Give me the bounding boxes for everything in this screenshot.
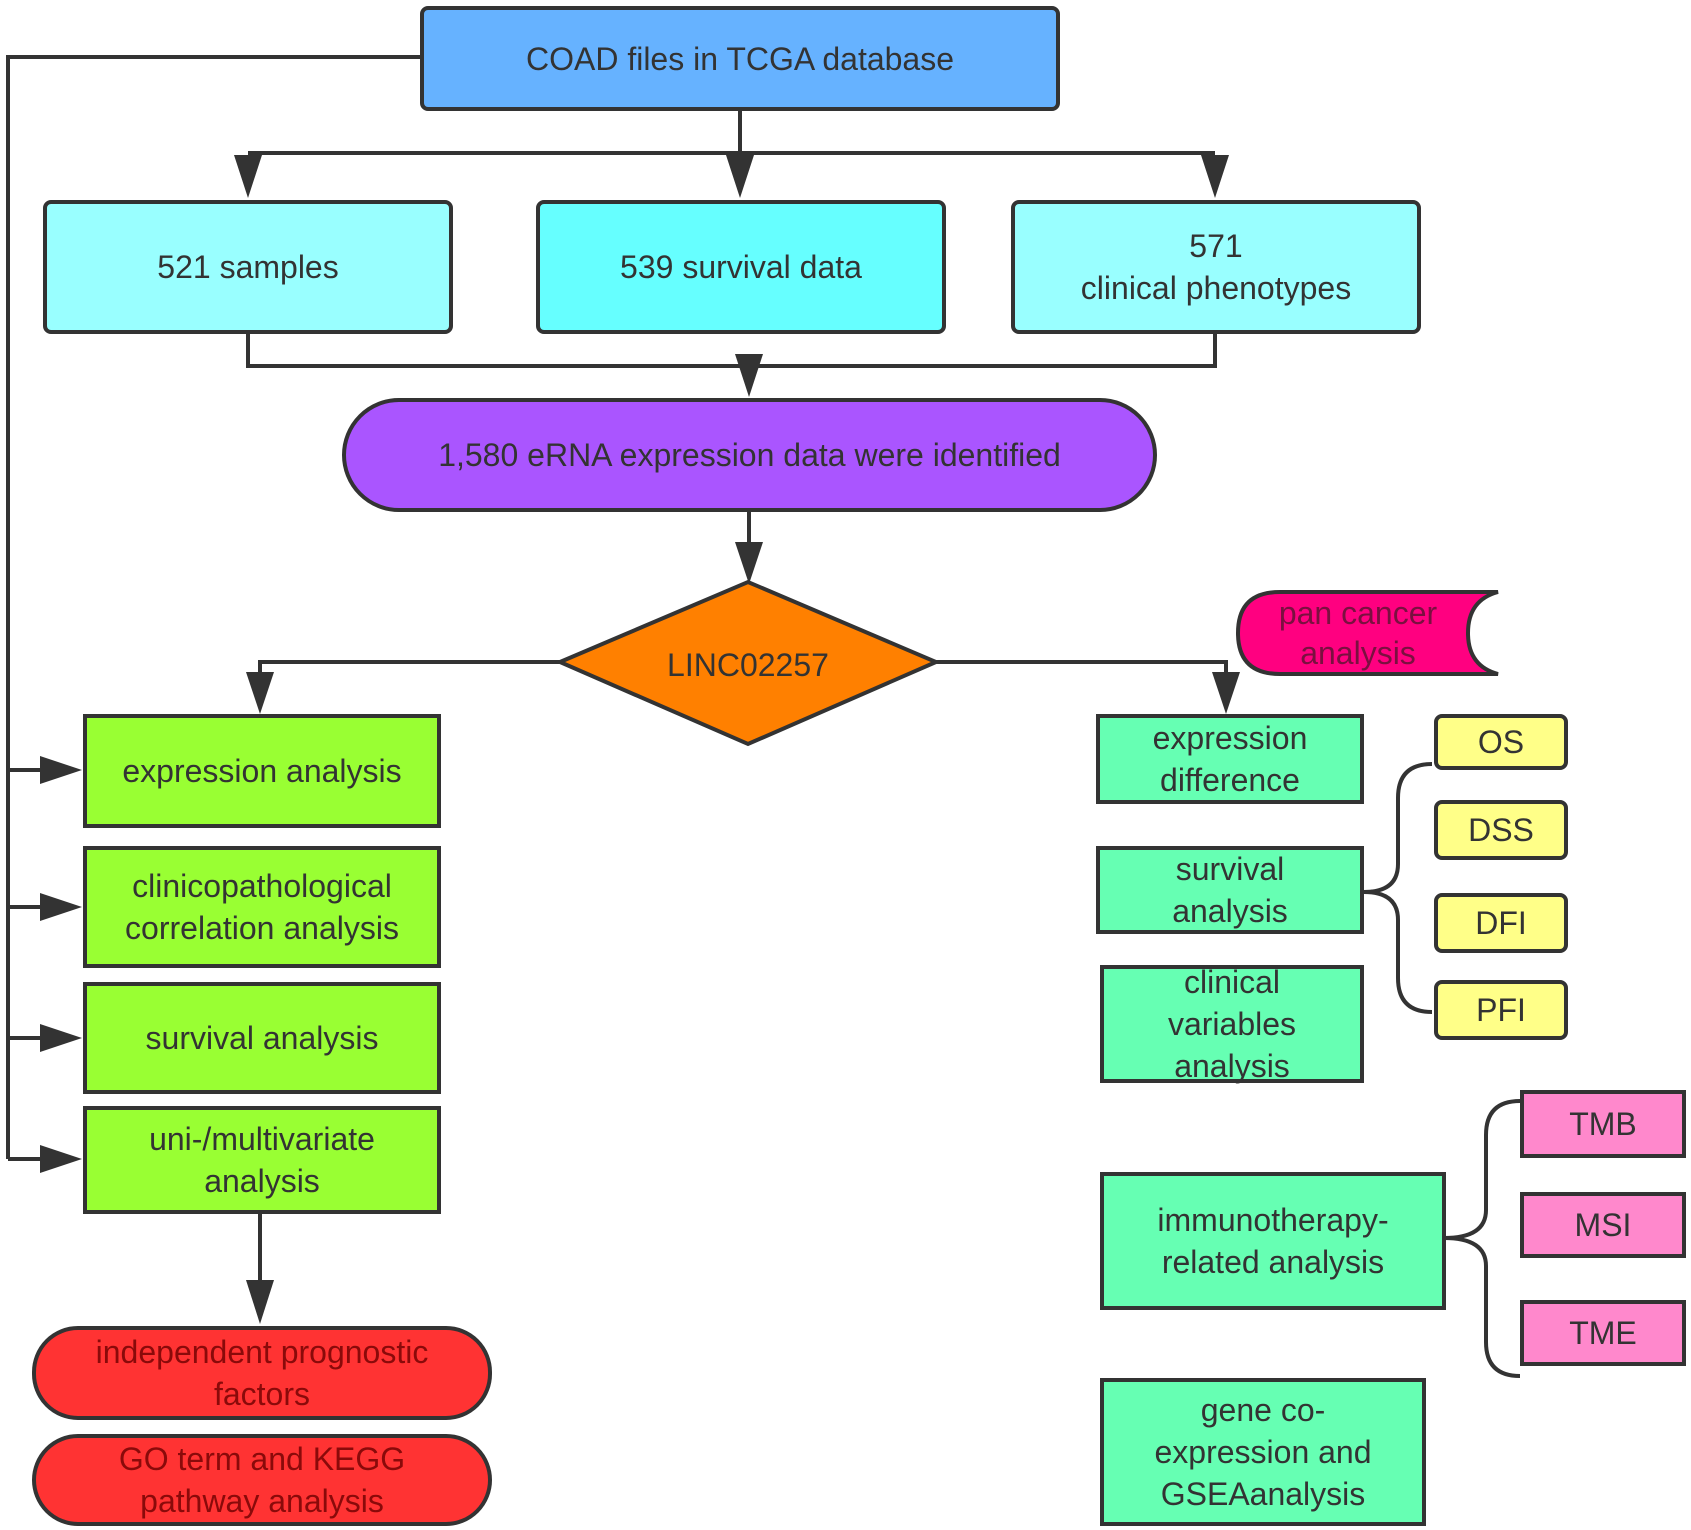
left-survival-analysis-label: survival analysis xyxy=(145,1020,379,1056)
endpoint-os-node: OS xyxy=(1434,714,1568,770)
right-survival-analysis-node: survival analysis xyxy=(1096,846,1364,934)
endpoint-dss-label: DSS xyxy=(1468,812,1534,848)
arrowhead-survival-data xyxy=(726,155,754,198)
brace-immune-items xyxy=(1443,1099,1521,1378)
survival-data-label: 539 survival data xyxy=(620,249,862,285)
left-clinicopathological-node: clinicopathological correlation analysis xyxy=(83,846,441,968)
independent-prognostic-label: independent prognostic factors xyxy=(95,1334,429,1412)
erna-label: 1,580 eRNA expression data were identifi… xyxy=(438,437,1061,473)
right-clinical-variables-node: clinical variables analysis xyxy=(1100,964,1364,1084)
endpoint-pfi-node: PFI xyxy=(1434,980,1568,1040)
right-immunotherapy-node: immunotherapy- related analysis xyxy=(1100,1172,1446,1310)
endpoint-dss-node: DSS xyxy=(1434,800,1568,860)
go-kegg-label: GO term and KEGG pathway analysis xyxy=(118,1441,406,1519)
arrowhead-feed-survival xyxy=(40,1024,82,1052)
endpoint-pfi-label: PFI xyxy=(1476,992,1526,1028)
erna-node: 1,580 eRNA expression data were identifi… xyxy=(342,398,1157,512)
right-clinical-variables-label: clinical variables analysis xyxy=(1167,964,1297,1084)
samples-node: 521 samples xyxy=(43,200,453,334)
right-gene-coexpression-node: gene co- expression and GSEAanalysis xyxy=(1100,1378,1426,1526)
right-expression-difference-label: expression difference xyxy=(1152,720,1308,798)
arrowhead-independent xyxy=(246,1280,274,1324)
connector-merge xyxy=(246,332,1217,368)
arrowhead-samples xyxy=(234,155,262,198)
linc-label: LINC02257 xyxy=(667,647,829,683)
pan-cancer-shape xyxy=(1235,590,1499,676)
arrowhead-linc xyxy=(735,542,763,584)
coad-files-label: COAD files in TCGA database xyxy=(525,40,955,77)
immune-tmb-node: TMB xyxy=(1520,1090,1686,1158)
connector-coad-left-feed xyxy=(6,55,420,1159)
arrowhead-left-branch xyxy=(246,672,274,714)
survival-data-node: 539 survival data xyxy=(536,200,946,334)
independent-prognostic-node: independent prognostic factors xyxy=(32,1326,492,1420)
immune-tme-node: TME xyxy=(1520,1300,1686,1366)
coad-files-node: COAD files in TCGA database xyxy=(420,6,1060,111)
clinical-phenotypes-node: 571 clinical phenotypes xyxy=(1011,200,1421,334)
go-kegg-node: GO term and KEGG pathway analysis xyxy=(32,1434,492,1526)
arrowhead-feed-expression xyxy=(40,756,82,784)
arrowhead-feed-multivariate xyxy=(40,1145,82,1173)
linc-diamond xyxy=(554,579,942,747)
right-expression-difference-node: expression difference xyxy=(1096,714,1364,804)
left-expression-analysis-node: expression analysis xyxy=(83,714,441,828)
immune-msi-label: MSI xyxy=(1574,1207,1632,1243)
linc-label-box: LINC02257 xyxy=(600,632,896,698)
connector-linc-right xyxy=(932,660,1228,680)
arrowhead-right-branch xyxy=(1212,672,1240,714)
clinical-phenotypes-label: 571 clinical phenotypes xyxy=(1080,228,1352,306)
brace-survival-endpoints xyxy=(1363,762,1433,1014)
endpoint-dfi-node: DFI xyxy=(1434,893,1568,953)
endpoint-os-label: OS xyxy=(1477,724,1525,760)
left-clinicopathological-label: clinicopathological correlation analysis xyxy=(125,868,399,946)
right-immunotherapy-label: immunotherapy- related analysis xyxy=(1157,1202,1389,1280)
right-survival-analysis-label: survival analysis xyxy=(1172,851,1288,929)
arrowhead-phenotypes xyxy=(1201,155,1229,198)
pan-cancer-label-box: pan cancer analysis xyxy=(1238,592,1478,674)
left-expression-analysis-label: expression analysis xyxy=(122,753,402,789)
immune-tme-label: TME xyxy=(1569,1315,1637,1351)
arrowhead-feed-clinicopathological xyxy=(40,893,82,921)
immune-msi-node: MSI xyxy=(1520,1192,1686,1258)
left-survival-analysis-node: survival analysis xyxy=(83,982,441,1094)
pan-cancer-label: pan cancer analysis xyxy=(1278,595,1438,671)
left-multivariate-label: uni-/multivariate analysis xyxy=(149,1121,375,1199)
immune-tmb-label: TMB xyxy=(1569,1106,1637,1142)
samples-label: 521 samples xyxy=(157,249,339,285)
endpoint-dfi-label: DFI xyxy=(1475,905,1527,941)
arrowhead-erna xyxy=(735,354,763,397)
connector-linc-left xyxy=(258,660,560,680)
left-multivariate-node: uni-/multivariate analysis xyxy=(83,1106,441,1214)
right-gene-coexpression-label: gene co- expression and GSEAanalysis xyxy=(1154,1392,1372,1512)
